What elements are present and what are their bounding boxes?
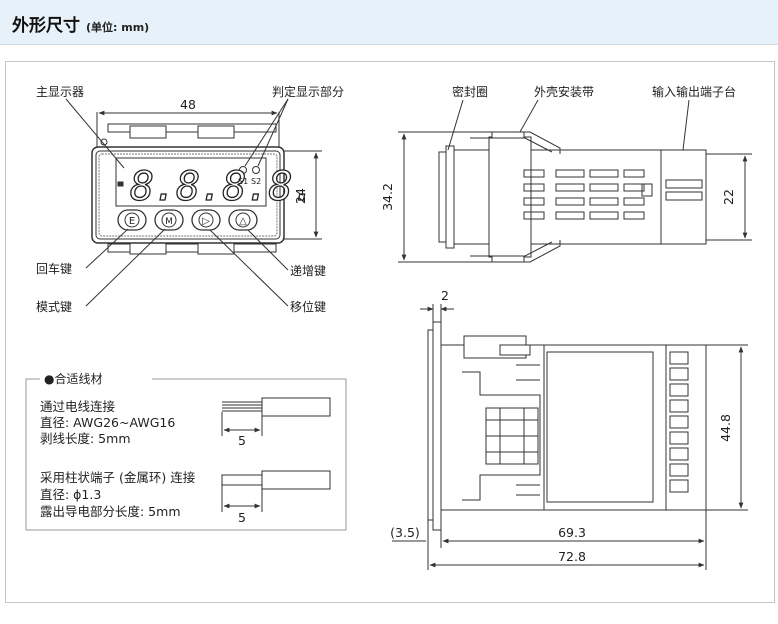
- wiring-line5: 直径: ϕ1.3: [40, 487, 101, 502]
- wiring-line4: 采用柱状端子 (金属环) 连接: [40, 470, 196, 485]
- enter-key: E: [129, 216, 135, 227]
- mode-key: M: [165, 217, 173, 227]
- wiring-dim2: 5: [238, 510, 246, 525]
- section-title: 外形尺寸 (单位: mm): [12, 11, 149, 36]
- depth-dim: 69.3: [558, 525, 586, 540]
- terminal-label: 输入输出端子台: [652, 84, 736, 99]
- wiring-line3: 剥线长度: 5mm: [40, 431, 131, 446]
- title-text: 外形尺寸: [12, 16, 80, 36]
- judge-display-label: 判定显示部分: [272, 84, 344, 99]
- mode-key-label: 模式键: [36, 300, 72, 314]
- wiring-line1: 通过电线连接: [40, 399, 116, 414]
- side-slots: [523, 169, 703, 220]
- front-height-dim: 24: [293, 188, 308, 204]
- offset-dim: (3.5): [390, 525, 420, 540]
- wiring-line2: 直径: AWG26~AWG16: [40, 415, 175, 430]
- s1-label: S1: [238, 177, 248, 186]
- wiring-dim1: 5: [238, 433, 246, 448]
- total-dim: 72.8: [558, 549, 586, 564]
- front-width-dim: 48: [180, 97, 196, 112]
- shift-key-label: 移位键: [290, 299, 326, 314]
- unit-text: (单位: mm): [86, 21, 150, 34]
- top-terminals: [669, 351, 689, 493]
- band-label: 外壳安装带: [534, 84, 594, 99]
- seal-label: 密封圈: [452, 84, 488, 99]
- wiring-title: ●合适线材: [44, 371, 102, 386]
- panel-thickness-dim: 2: [441, 288, 449, 303]
- enter-key-label: 回车键: [36, 261, 72, 276]
- side-height-dim: 34.2: [380, 183, 395, 211]
- top-view: [392, 304, 748, 570]
- wiring-box: [25, 378, 347, 531]
- section-header: 外形尺寸 (单位: mm): [0, 0, 778, 45]
- side-terminal-dim: 22: [721, 189, 736, 205]
- side-view: [398, 99, 752, 263]
- main-display-label: 主显示器: [36, 85, 84, 99]
- shift-key: ▷: [202, 216, 210, 227]
- up-key-label: 递增键: [290, 264, 326, 278]
- s2-label: S2: [251, 177, 261, 186]
- up-key: △: [239, 216, 247, 227]
- wiring-line6: 露出导电部分长度: 5mm: [40, 504, 181, 519]
- front-keys: [117, 209, 258, 231]
- body-height-dim: 44.8: [718, 414, 733, 442]
- front-view: [65, 98, 322, 307]
- front-digits: 8.8.8.8.: [130, 164, 315, 210]
